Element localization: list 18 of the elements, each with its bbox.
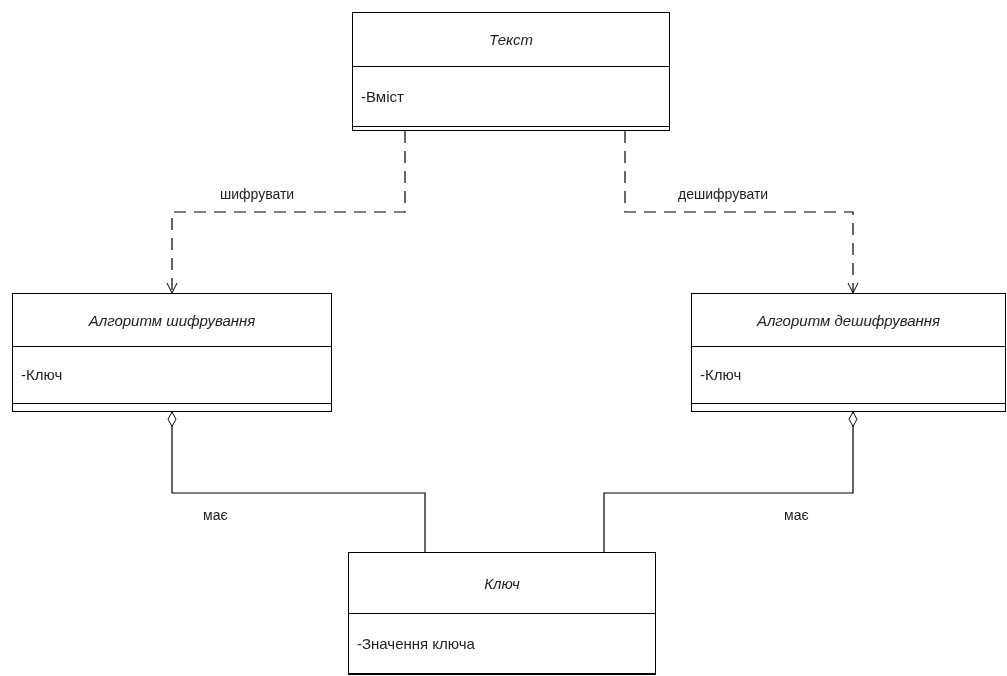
attribute-text: -Ключ: [20, 366, 63, 383]
class-box: [691, 293, 1006, 412]
edge-label: шифрувати: [218, 186, 297, 202]
class-name: Текст: [489, 31, 533, 48]
class-box: [348, 552, 656, 675]
class-name: Ключ: [484, 574, 520, 592]
attribute-text: -Значення ключа: [356, 634, 475, 652]
class-name: Алгоритм шифрування: [88, 311, 256, 329]
aggregation-line: [603, 411, 858, 553]
attribute-text: -Ключ: [699, 366, 742, 383]
class-box: [12, 293, 332, 412]
edge-label: дешифрувати: [676, 186, 771, 202]
aggregation-line: [167, 411, 426, 553]
class-box: [352, 12, 670, 131]
dependency-arrow: [166, 130, 406, 294]
class-name: Алгоритм дешифрування: [756, 311, 941, 329]
attribute-text: -Вміст: [360, 87, 404, 105]
dependency-arrow: [624, 130, 859, 294]
